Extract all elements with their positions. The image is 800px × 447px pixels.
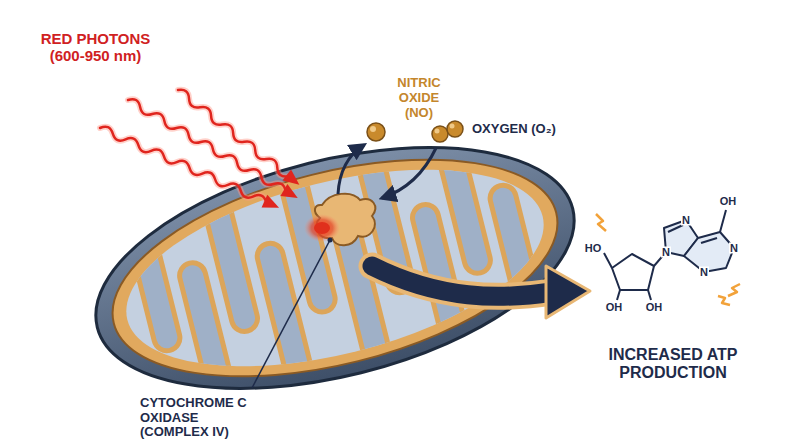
atom-label: N: [729, 243, 739, 254]
nucleoside-structure: [604, 210, 734, 300]
atom-label: N: [661, 247, 671, 258]
enzyme-label: CYTOCHROME C OXIDASE (COMPLEX IV): [140, 396, 258, 440]
atom-label: N: [681, 215, 691, 226]
output-arrow: [372, 266, 590, 318]
enzyme-complex: [304, 194, 375, 246]
photon-waves: [97, 84, 304, 214]
energy-sparks: [596, 214, 740, 305]
atom-label: OH: [605, 302, 624, 313]
cristae: [119, 105, 552, 431]
wavelength-label: RED PHOTONS (600-950 nm): [28, 30, 163, 65]
atom-label: OH: [645, 302, 664, 313]
atom-label: HO: [584, 243, 603, 254]
molecule-label: OXYGEN (O₂): [472, 122, 556, 137]
oxygen-molecule: [382, 121, 463, 198]
atom-label: N: [699, 267, 709, 278]
result-label: INCREASED ATP PRODUCTION: [588, 346, 758, 383]
atom-label: OH: [719, 196, 738, 207]
nitric-oxide-molecule: [338, 123, 385, 194]
molecule-label: NITRIC OXIDE (NO): [386, 76, 452, 121]
mitochondrion: [68, 92, 602, 443]
leader-line: [252, 238, 333, 389]
